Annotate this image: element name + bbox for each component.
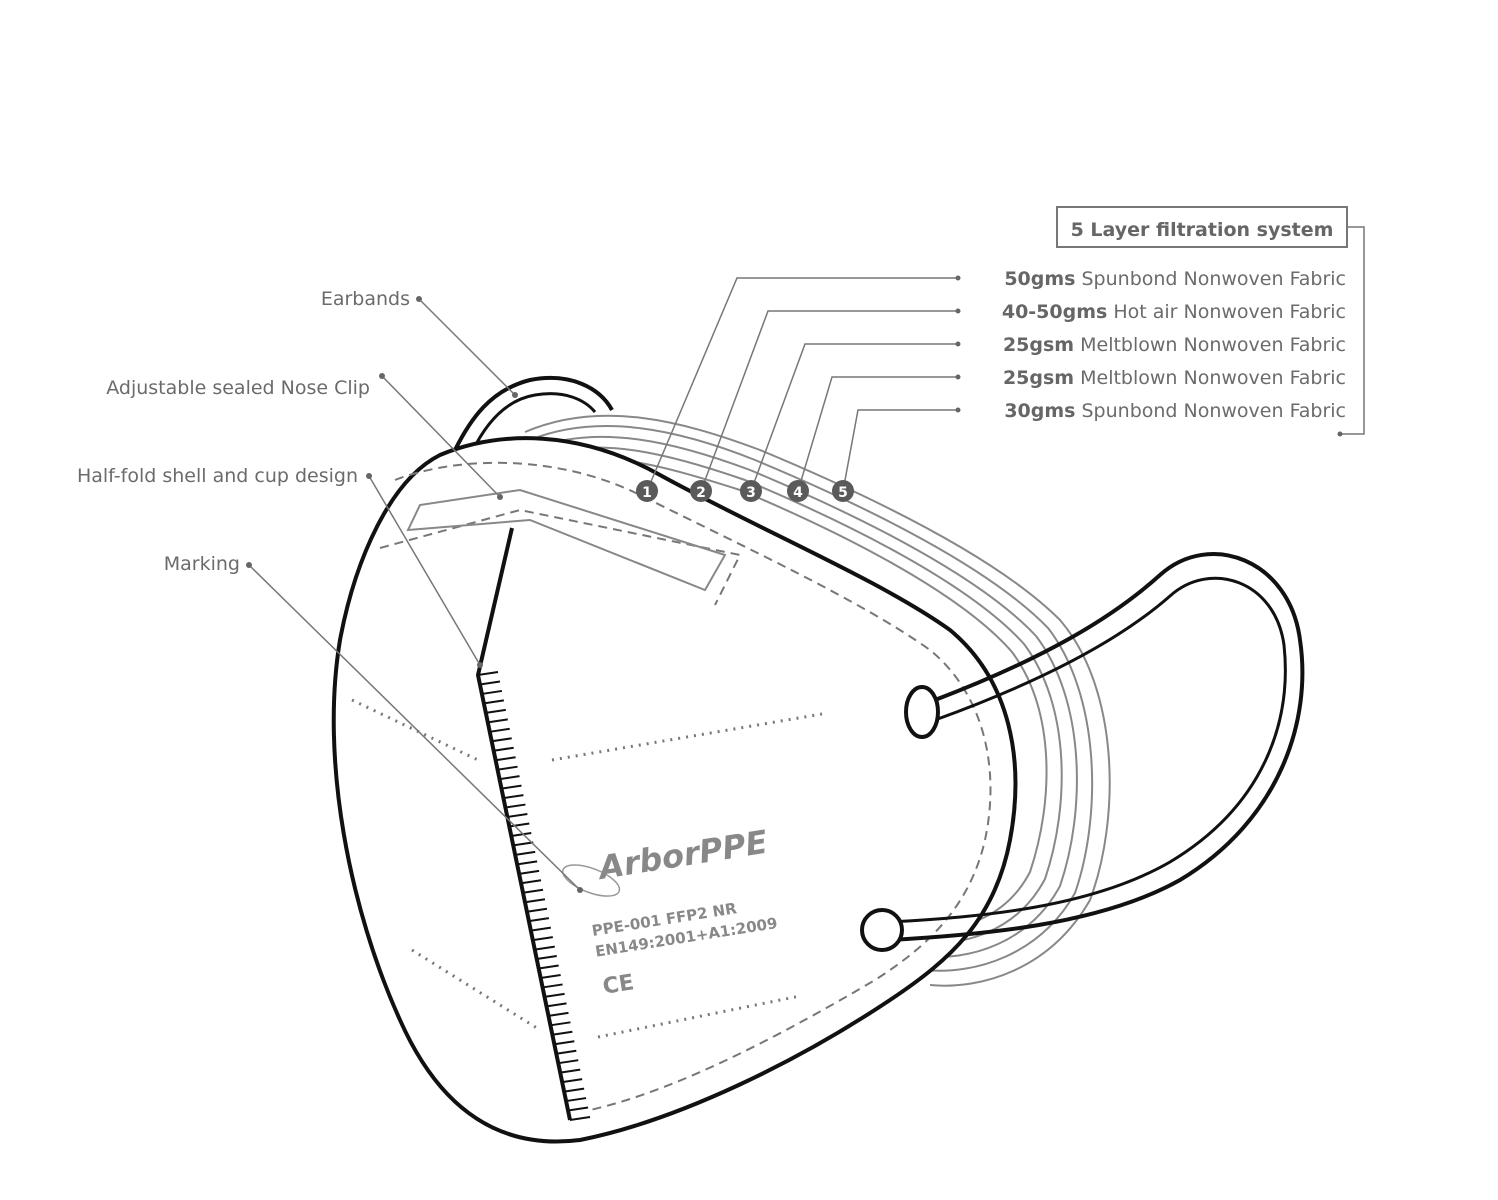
pleat-tick (485, 708, 506, 714)
pleat-tick (511, 831, 532, 837)
pleat-tick (565, 1097, 587, 1103)
pleat-tick (493, 746, 514, 752)
pleat-tick (489, 727, 510, 733)
pleat-tick (540, 973, 561, 979)
nose-clip (406, 488, 727, 592)
pleat-tick (517, 860, 538, 866)
layer-label: 50gms Spunbond Nonwoven Fabric (1004, 268, 1346, 290)
layer-material: Meltblown Nonwoven Fabric (1080, 334, 1346, 356)
layer-label: 30gms Spunbond Nonwoven Fabric (1004, 400, 1346, 422)
pleat-tick (524, 898, 546, 904)
layer-leader-line (842, 409, 958, 492)
layer-weight: 25gsm (1003, 367, 1074, 389)
layer-material: Meltblown Nonwoven Fabric (1080, 367, 1346, 389)
layer-label: 25gsm Meltblown Nonwoven Fabric (1003, 334, 1346, 356)
layer-marker-number: 3 (746, 485, 756, 501)
pleat-tick (536, 955, 557, 961)
pleat-tick (509, 822, 530, 828)
layer-label: 25gsm Meltblown Nonwoven Fabric (1003, 367, 1346, 389)
pleat-tick (558, 1059, 579, 1065)
layer-marker-number: 4 (793, 485, 803, 501)
callout-shell: Half-fold shell and cup design (77, 465, 358, 487)
pleat-tick (499, 775, 520, 781)
layer-leader-line (700, 310, 958, 492)
layer-marker (832, 480, 854, 502)
pleat-tick (501, 784, 522, 790)
layer-leader-line (646, 277, 958, 492)
pleat-tick (520, 879, 542, 885)
callout-earbands: Earbands (321, 288, 410, 310)
pleat-tick (532, 936, 553, 942)
callout-lines (248, 298, 581, 891)
layer-material: Hot air Nonwoven Fabric (1113, 301, 1346, 323)
layer-leader-line (750, 343, 958, 492)
left-earband (453, 375, 614, 451)
pleat-tick (507, 813, 528, 819)
pleat-tick (534, 945, 555, 951)
pleat-tick (518, 869, 540, 875)
layer-marker-number: 1 (642, 485, 652, 501)
seam-stitching (394, 461, 992, 1111)
legend-title-box (1056, 206, 1348, 248)
pleat-tick (487, 718, 508, 724)
legend-title: 5 Layer filtration system (1071, 219, 1334, 241)
ce-mark: CE (601, 970, 636, 1000)
layer-weight: 25gsm (1003, 334, 1074, 356)
layer-marker (636, 480, 658, 502)
pleat-tick (552, 1030, 573, 1036)
layer-marker (787, 480, 809, 502)
layer-marker-number: 2 (696, 485, 706, 501)
pleat-tick (522, 888, 544, 894)
pleat-tick (542, 983, 563, 989)
layer-marker-number: 5 (838, 485, 848, 501)
logo-icon (562, 864, 621, 897)
pleat-tick (491, 737, 512, 743)
pleat-tick (563, 1087, 585, 1093)
pleat-tick (483, 699, 505, 705)
layer-weight: 30gms (1004, 400, 1075, 422)
pleat-tick (497, 765, 518, 771)
pleat-tick (567, 1106, 589, 1112)
layer-weight: 40-50gms (1002, 301, 1107, 323)
pleat-tick (550, 1021, 571, 1027)
pleat-tick (569, 1116, 591, 1121)
pleat-tick (538, 964, 559, 970)
layer-marker (690, 480, 712, 502)
layer-weight: 50gms (1004, 268, 1075, 290)
pleat-tick (505, 803, 526, 809)
pleat-dots (351, 698, 823, 1039)
pleat-tick (554, 1040, 575, 1046)
right-earband (860, 552, 1305, 952)
legend-bracket (1340, 226, 1365, 435)
pleat-tick (530, 926, 551, 932)
pleat-tick (477, 671, 499, 676)
mask-outline (331, 436, 1018, 1144)
fold-pleat-ticks (477, 671, 591, 1121)
pleat-tick (515, 850, 536, 856)
pleat-tick (546, 1002, 567, 1008)
pleat-tick (526, 907, 548, 913)
layer-marker (740, 480, 762, 502)
pleat-tick (560, 1068, 581, 1074)
pleat-tick (479, 680, 501, 686)
pleat-tick (503, 794, 524, 800)
pleat-tick (513, 841, 534, 847)
callout-nose-clip: Adjustable sealed Nose Clip (106, 377, 370, 399)
pleat-tick (544, 992, 565, 998)
pleat-tick (495, 756, 516, 762)
layer-material: Spunbond Nonwoven Fabric (1081, 268, 1346, 290)
pleat-tick (548, 1011, 569, 1017)
layer-leader-line (797, 376, 958, 492)
pleat-tick (481, 689, 503, 695)
layer-material: Spunbond Nonwoven Fabric (1081, 400, 1346, 422)
pleat-tick (562, 1078, 583, 1084)
layer-label: 40-50gms Hot air Nonwoven Fabric (1002, 301, 1346, 323)
filter-layers-edge (524, 414, 1111, 987)
callout-marking: Marking (164, 553, 240, 575)
pleat-tick (528, 917, 550, 923)
pleat-tick (556, 1049, 577, 1055)
